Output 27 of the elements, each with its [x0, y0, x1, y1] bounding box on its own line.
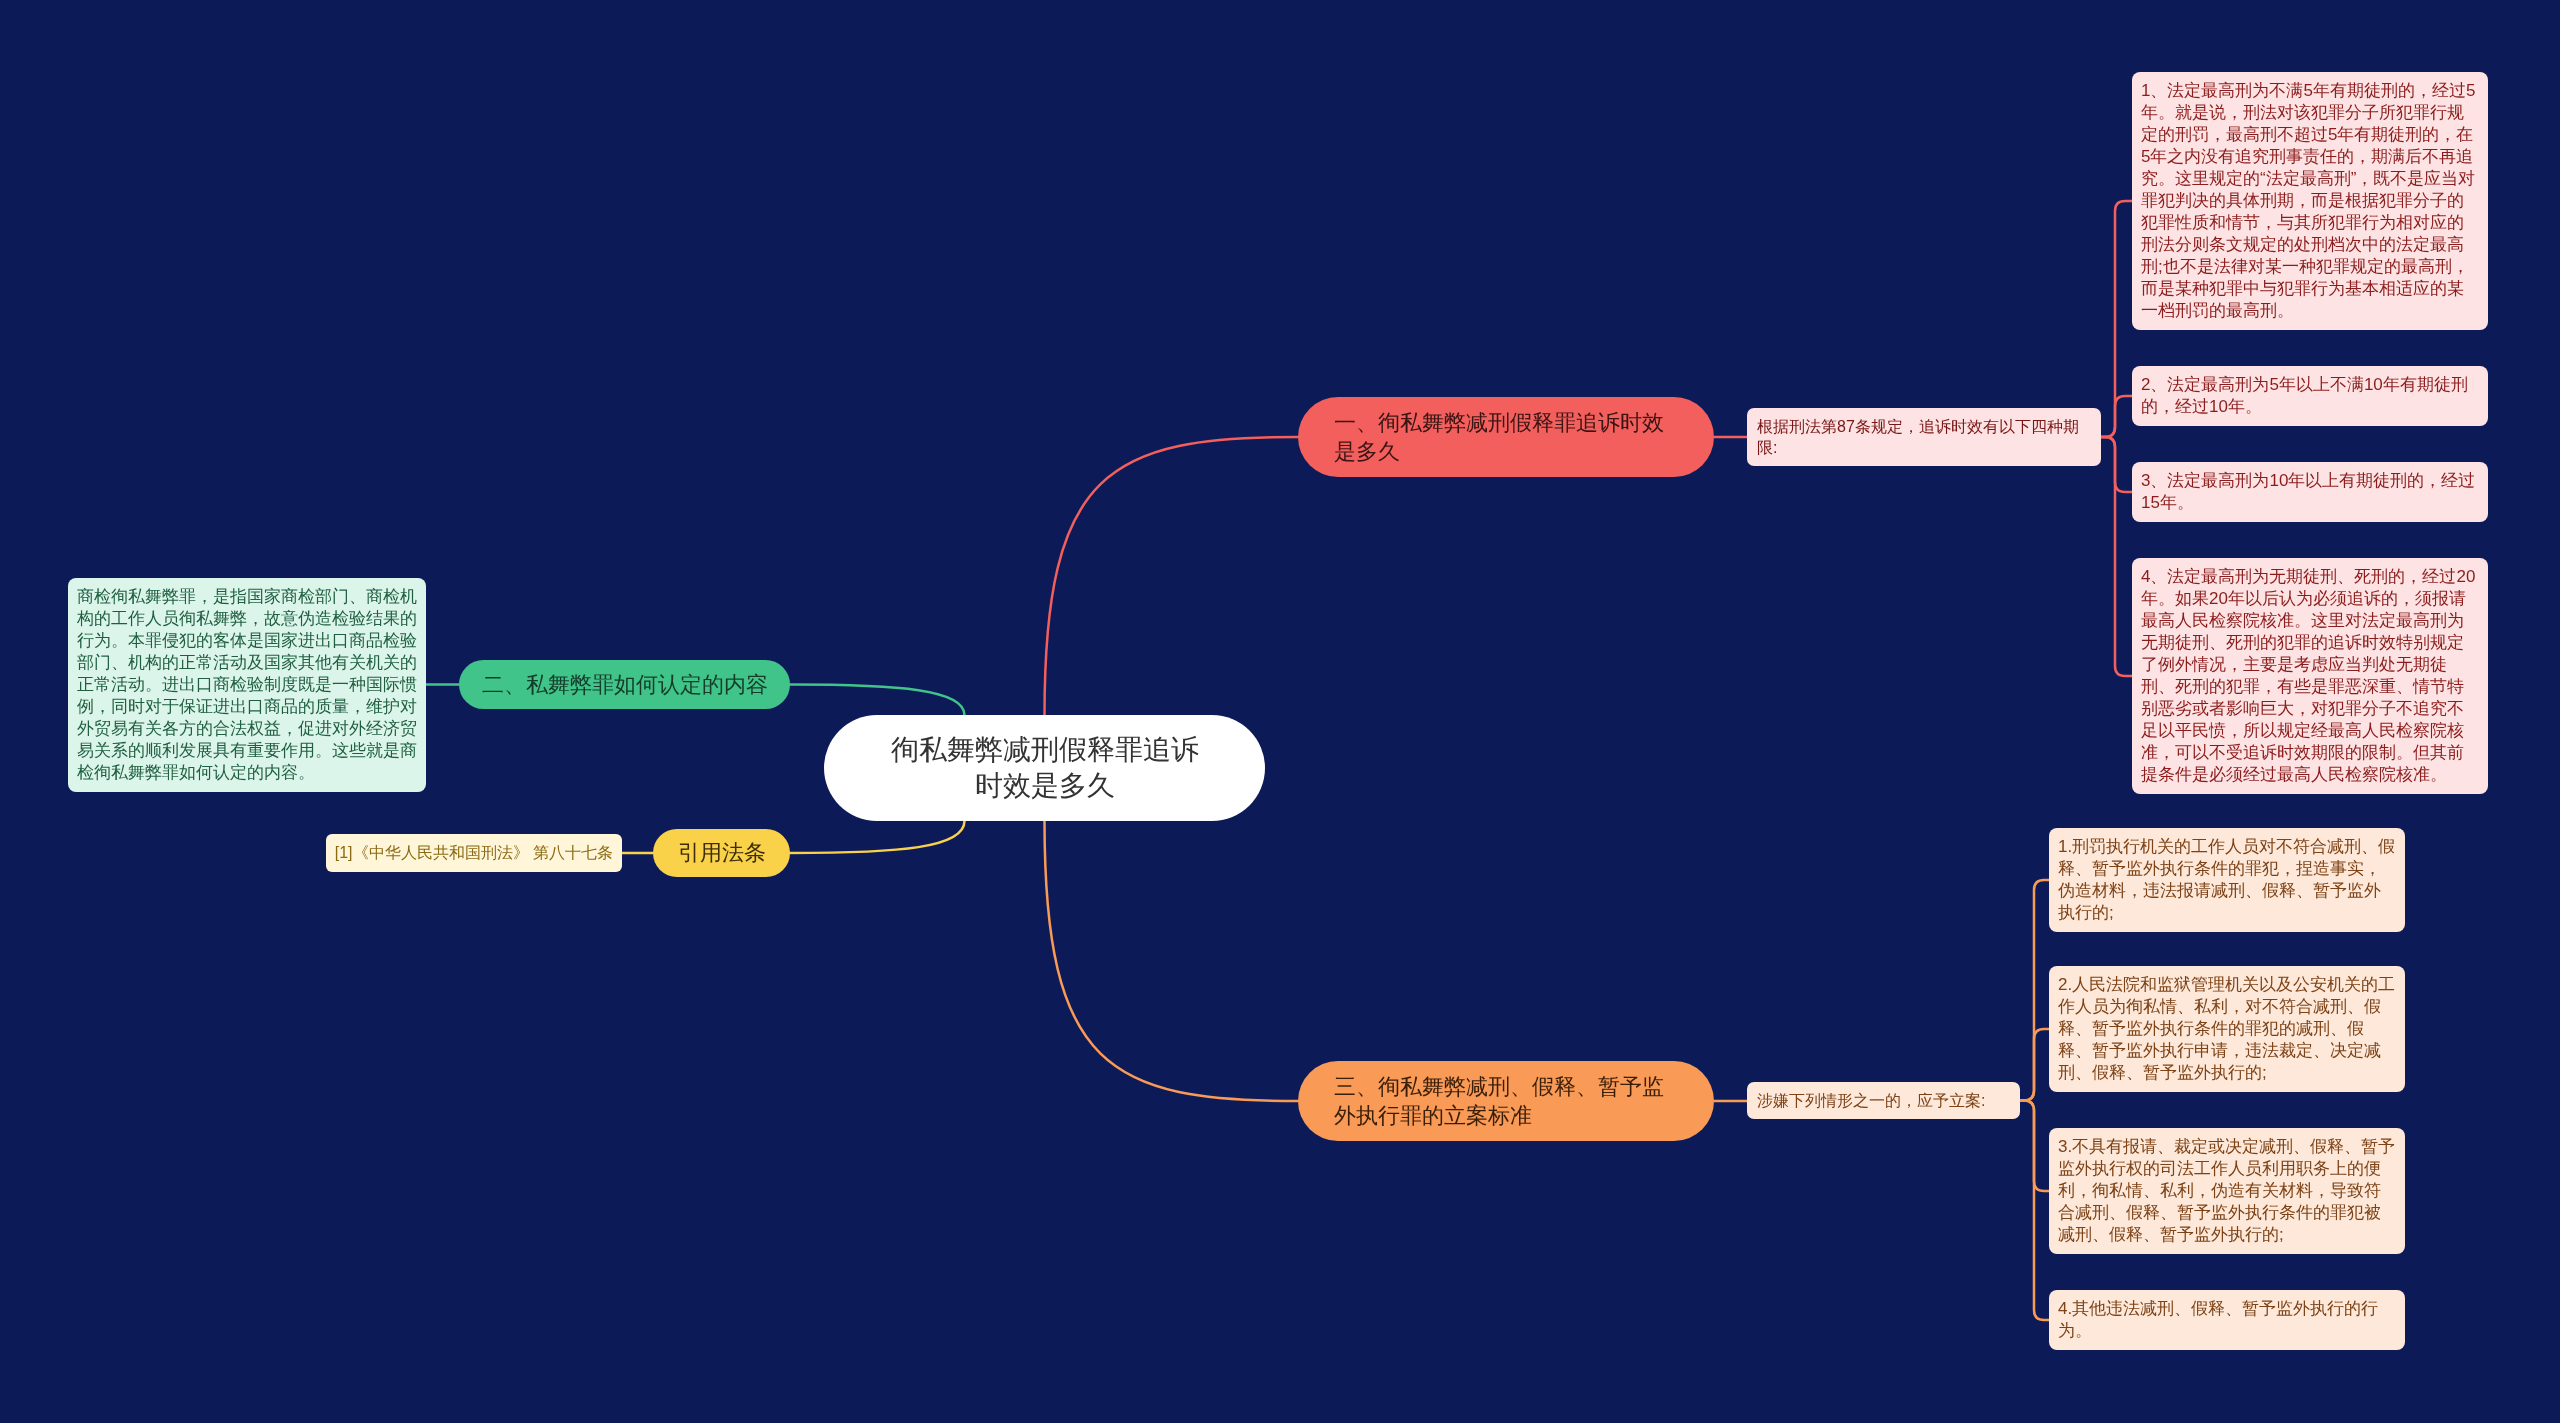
connector-line [1712, 1099, 1749, 1103]
subtopic-box: 根据刑法第87条规定，追诉时效有以下四种期限: [1747, 408, 2101, 466]
note-card: 4.其他违法减刑、假释、暂予监外执行的行为。 [2049, 1290, 2405, 1350]
connector-line [2099, 435, 2134, 678]
reference-tag: [1]《中华人民共和国刑法》 第八十七条 [325, 834, 622, 872]
subtopic-box: 涉嫌下列情形之一的，应予立案: [1747, 1082, 2020, 1119]
connector-line [788, 819, 966, 855]
connector-line [2018, 1099, 2051, 1322]
note-card: 1、法定最高刑为不满5年有期徒刑的，经过5年。就是说，刑法对该犯罪分子所犯罪行规定的刑罚，最高刑不超过5年有期徒刑的，在5年之内没有追究刑事责任的，期满后不再追究。这里规定的“法定最高刑”，既不是应当对罪犯判决的具体刑期，而是根据犯罪分子的犯罪性质和情节，与其所犯罪行为相对应的刑法分则条文规定的处刑档次中的法定最高刑;也不是法律对某一种犯罪规定的最高刑，而是某种犯罪中与犯罪行为基本相适应的某一档刑罚的最高刑。 [2132, 72, 2488, 330]
note-card: 2、法定最高刑为5年以上不满10年有期徒刑的，经过10年。 [2132, 366, 2488, 426]
connector-line [1043, 435, 1300, 717]
connector-line [1043, 819, 1300, 1103]
note-card: 1.刑罚执行机关的工作人员对不符合减刑、假释、暂予监外执行条件的罪犯，捏造事实，伪造材料，违法报请减刑、假释、暂予监外执行的; [2049, 828, 2405, 932]
central-topic: 徇私舞弊减刑假释罪追诉时效是多久 [824, 715, 1265, 821]
connector-line [424, 683, 461, 686]
main-topic: 一、徇私舞弊减刑假释罪追诉时效是多久 [1298, 397, 1714, 477]
connector-line [788, 683, 966, 717]
note-card: 3.不具有报请、裁定或决定减刑、假释、暂予监外执行权的司法工作人员利用职务上的便利，徇私情、私利，伪造有关材料，导致符合减刑、假释、暂予监外执行条件的罪犯被减刑、假释、暂予监外执行的; [2049, 1128, 2405, 1254]
main-topic: 引用法条 [653, 829, 790, 877]
note-card: 4、法定最高刑为无期徒刑、死刑的，经过20年。如果20年以后认为必须追诉的，须报请最高人民检察院核准。这里对法定最高刑为无期徒刑、死刑的犯罪的追诉时效特别规定了例外情况，主要是考虑应当判处无期徒刑、死刑的犯罪，有些是罪恶深重、情节特别恶劣或者影响巨大，对犯罪分子不追究不足以平民愤，所以规定经最高人民检察院核准，可以不受追诉时效期限的限制。但其前提条件是必须经过最高人民检察院核准。 [2132, 558, 2488, 794]
connector-line [1712, 435, 1749, 439]
main-topic: 三、徇私舞弊减刑、假释、暂予监外执行罪的立案标准 [1298, 1061, 1714, 1141]
main-topic: 二、私舞弊罪如何认定的内容 [459, 660, 790, 709]
note-card: 商检徇私舞弊罪，是指国家商检部门、商检机构的工作人员徇私舞弊，故意伪造检验结果的行为。本罪侵犯的客体是国家进出口商品检验部门、机构的正常活动及国家其他有关机关的正常活动。进出口商检验制度既是一种国际惯例，同时对于保证进出口商品的质量，维护对外贸易有关各方的合法权益，促进对外经济贸易关系的顺利发展具有重要作用。这些就是商检徇私舞弊罪如何认定的内容。 [68, 578, 426, 792]
note-card: 3、法定最高刑为10年以上有期徒刑的，经过15年。 [2132, 462, 2488, 522]
note-card: 2.人民法院和监狱管理机关以及公安机关的工作人员为徇私情、私利，对不符合减刑、假释、暂予监外执行条件的罪犯的减刑、假释、暂予监外执行申请，违法裁定、决定减刑、假释、暂予监外执行的; [2049, 966, 2405, 1092]
connector-line [620, 851, 655, 855]
